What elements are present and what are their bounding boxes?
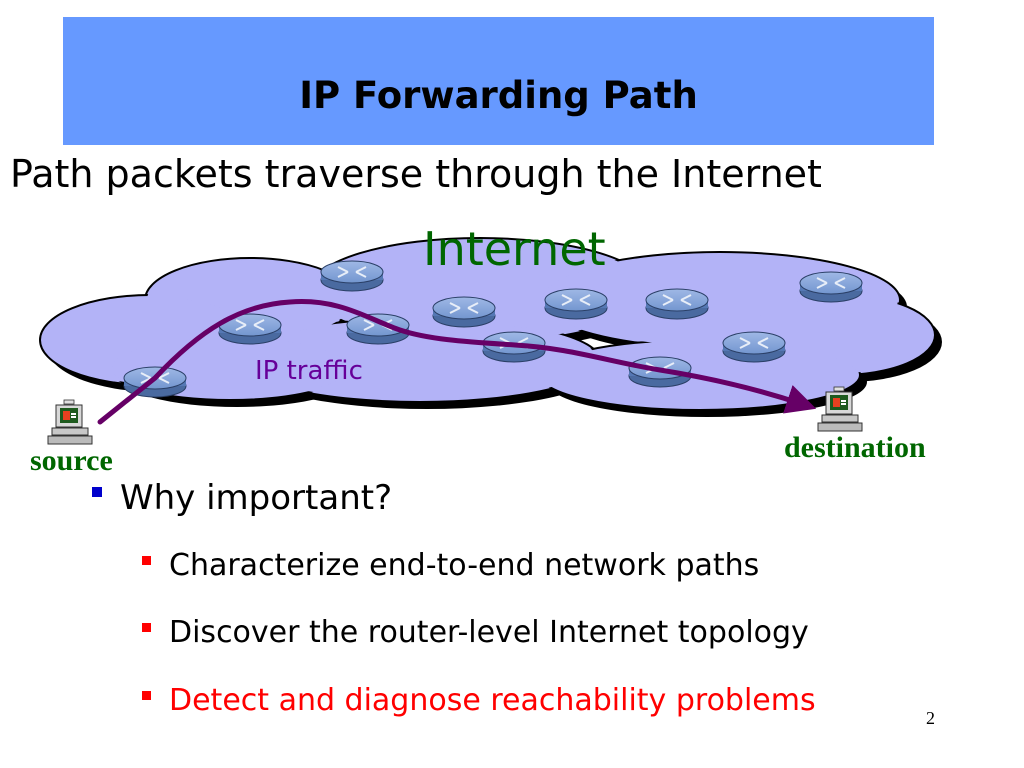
destination-label: destination — [784, 431, 926, 464]
bullet-main-text: Why important? — [120, 478, 393, 518]
ip-traffic-path — [97, 299, 817, 425]
path-label: IP traffic — [255, 356, 363, 386]
title-bar: IP Forwarding Path — [63, 17, 934, 145]
page-number: 2 — [926, 708, 935, 728]
bullet-sub: Detect and diagnose reachability problem… — [142, 683, 816, 718]
bullet-marker-icon — [142, 691, 151, 700]
bullet-sub: Characterize end-to-end network paths — [142, 548, 759, 583]
bullet-main: Why important? — [92, 478, 392, 518]
router-icon — [320, 260, 384, 292]
router-icon — [544, 288, 608, 320]
source-computer-icon — [47, 399, 93, 445]
router-icon — [722, 331, 786, 363]
slide-title: IP Forwarding Path — [299, 74, 698, 117]
bullet-marker-icon — [92, 487, 102, 497]
cloud-label: Internet — [423, 222, 606, 276]
bullet-sub-text: Discover the router-level Internet topol… — [169, 615, 809, 650]
source-label: source — [30, 444, 113, 477]
slide-subtitle: Path packets traverse through the Intern… — [10, 152, 822, 196]
bullet-marker-icon — [142, 556, 151, 565]
router-icon — [432, 296, 496, 328]
router-icon — [645, 288, 709, 320]
bullet-sub-text: Detect and diagnose reachability problem… — [169, 683, 816, 718]
router-icon — [799, 271, 863, 303]
bullet-sub: Discover the router-level Internet topol… — [142, 615, 809, 650]
bullet-sub-text: Characterize end-to-end network paths — [169, 548, 760, 583]
bullet-marker-icon — [142, 623, 151, 632]
